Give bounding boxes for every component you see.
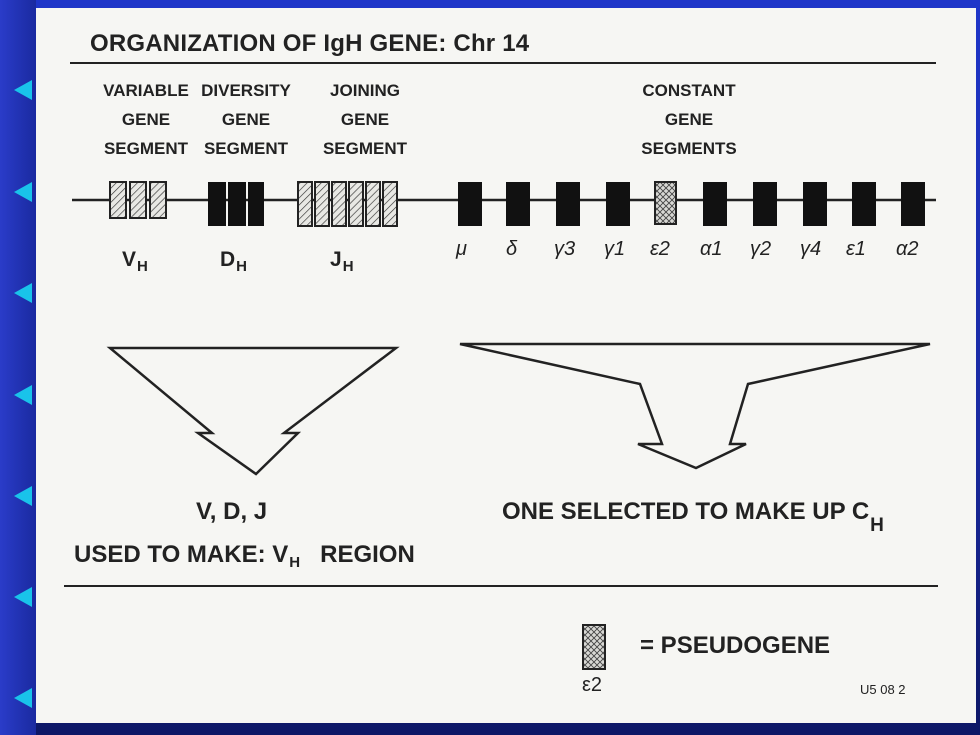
pseudogene-legend-label: ε2 — [582, 674, 603, 696]
constant-gene-label: α1 — [700, 238, 723, 260]
bullet-triangle-icon — [14, 688, 32, 708]
bullet-triangle-icon — [14, 486, 32, 506]
used-to-make-text: USED TO MAKE: VH REGION — [74, 541, 415, 571]
j-segments — [297, 181, 398, 227]
v-segments — [109, 181, 167, 219]
bullet-triangle-icon — [14, 385, 32, 405]
constant-gene-label: ε2 — [650, 238, 670, 260]
constant-gene-label: γ2 — [750, 238, 772, 260]
bullet-triangle-icon — [14, 182, 32, 202]
constant-gene-label: γ3 — [554, 238, 576, 260]
selected-text: ONE SELECTED TO MAKE UP CH — [502, 498, 884, 536]
pseudogene-legend-text: = PSEUDOGENE — [640, 632, 831, 659]
constant-gene-label: ε1 — [846, 238, 866, 260]
constant-funnel-arrow — [459, 342, 931, 470]
slide-sheet: ORGANIZATION OF IgH GENE: Chr 14 VARIABL… — [36, 8, 976, 723]
jh-label: JH — [330, 248, 354, 275]
left-stripe — [0, 0, 36, 735]
slide-code: U5 08 2 — [860, 682, 906, 697]
constant-gene-label: γ4 — [800, 238, 822, 260]
constant-segments — [458, 181, 925, 226]
bullet-triangle-icon — [14, 283, 32, 303]
bullet-triangle-icon — [14, 80, 32, 100]
vdj-text: V, D, J — [196, 498, 268, 525]
bullet-triangle-icon — [14, 587, 32, 607]
constant-gene-label: μ — [456, 238, 467, 260]
vdj-funnel-arrow — [106, 346, 400, 476]
d-segments — [208, 182, 264, 226]
constant-gene-label: α2 — [896, 238, 919, 260]
vh-label: VH — [122, 248, 148, 275]
pseudogene-legend-box — [582, 624, 606, 670]
constant-gene-label: γ1 — [604, 238, 626, 260]
gene-map-diagram — [64, 62, 938, 670]
constant-gene-label: δ — [506, 238, 518, 260]
page-title: ORGANIZATION OF IgH GENE: Chr 14 — [90, 30, 530, 57]
dh-label: DH — [220, 248, 248, 275]
